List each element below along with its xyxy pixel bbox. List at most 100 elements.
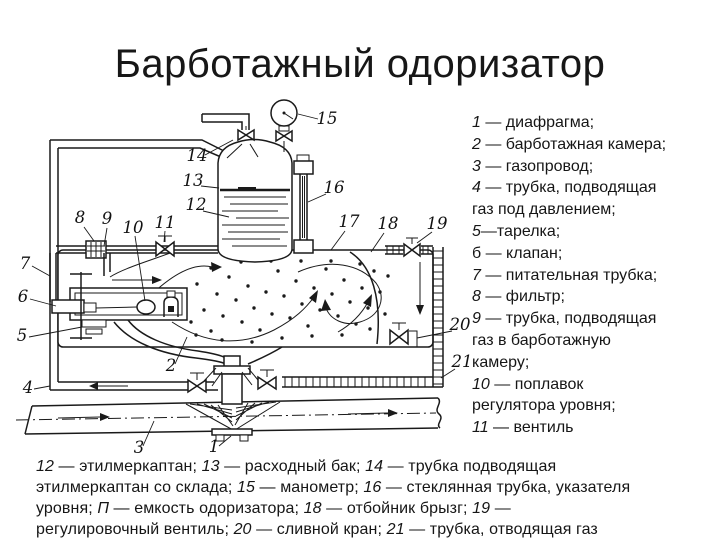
text-line: регулировочный вентиль; 20 — сливной кра… [36,519,630,540]
mist-dot [294,279,298,283]
mist-dot [215,292,219,296]
item-number: 21 [386,521,405,538]
mist-dot [300,302,304,306]
diaphragm-flange [211,428,253,436]
mist-dot [366,306,370,310]
item-text: регулятора уровня; [472,397,616,415]
mist-dot [330,292,334,296]
diagram-label: 11 [155,213,176,232]
diagram-label: 6 [18,287,29,306]
float-regulator-assembly [49,252,188,340]
mist-dot [288,316,292,320]
mist-dot [340,333,344,337]
mist-dot [234,298,238,302]
item-text: —тарелка; [480,222,561,240]
mist-dot [209,329,213,333]
mist-dot [202,308,206,312]
pressure-tap-valve [187,378,199,394]
item-text: б — клапан; [472,244,563,262]
text-line: газ в барботажную [472,330,666,352]
item-text: газ в барботажную [472,331,611,349]
liquid-hatch [222,196,289,247]
mist-dot [358,262,362,266]
diagram-label: 2 [165,356,177,375]
return-valve [265,375,277,391]
label-leaders [28,113,456,447]
item-text: — вентиль [488,419,574,437]
mist-dot [348,300,352,304]
diagram-label: 15 [317,109,338,128]
bolt [239,434,249,442]
item-text: — емкость одоризатора; [109,500,304,517]
riser-flange [213,365,251,375]
item-number: 11 [472,419,489,437]
mist-dot [318,308,322,312]
item-text: — [490,500,511,517]
bolt [215,434,225,442]
pressure-tap-valve [195,378,207,394]
item-text: — манометр; [255,479,364,496]
mist-dot [342,278,346,282]
diagram-label: 16 [324,178,345,197]
item-number: 16 [363,479,382,496]
item-text: — этилмеркаптан; [54,458,202,475]
diagram-label: 1 [209,437,220,456]
item-text: — трубка подводящая [383,458,557,475]
mist-dot [372,269,376,273]
item-text: — отбойник брызг; [321,500,473,517]
storage-tank [217,138,293,263]
return-valve [257,375,269,391]
text-line: 10 — поплавок [472,374,666,396]
item-text: — фильтр; [480,288,565,306]
item-text: — барботажная камера; [480,135,667,153]
item-number: 9 [472,310,481,328]
nozzle [168,306,174,312]
mist-dot [306,324,310,328]
text-line: 3 — газопровод; [472,156,666,178]
diagram-label: 7 [20,254,31,273]
item-text: — стеклянная трубка, указателя [381,479,631,496]
mist-dot [282,294,286,298]
text-line: 8 — фильтр; [472,286,666,308]
diagram-label: 12 [186,195,207,214]
pressure-gauge [270,99,298,152]
diagram-label: 4 [22,378,34,397]
mist-dot [312,286,316,290]
liquid-meniscus [238,187,256,191]
item-number: 15 [237,479,256,496]
drain-cock [389,322,418,348]
gas-flow-arrows [149,254,424,342]
item-text: — поплавок [489,375,584,393]
text-line: камеру; [472,352,666,374]
item-text: — расходный бак; [219,458,366,475]
mist-dot [264,290,268,294]
diagram-label: 17 [339,212,360,231]
mist-dot [252,306,256,310]
item-number: 20 [233,521,252,538]
valve-11 [163,240,175,258]
valve-seat [83,302,97,313]
mist-dot [276,269,280,273]
item-text: — трубка, подводящая [480,310,657,328]
text-line: этилмеркаптан со склада; 15 — манометр; … [36,477,630,498]
text-line: 1 — диафрагма; [472,112,666,134]
mist-dot [383,312,387,316]
float [136,299,156,315]
item-number: 10 [472,375,490,393]
item-number: 19 [472,500,491,517]
item-number: 3 [472,157,481,175]
level-indicator-tube [293,154,314,254]
legend: 1 — диафрагма;2 — барботажная камера; 3 —… [472,112,666,439]
mist-dot [227,275,231,279]
diagram-label: 21 [451,352,471,371]
item-number: 1 [472,114,481,131]
item-number: 2 [472,135,481,153]
bell-knob [166,290,176,298]
flow-arrow [388,409,398,417]
mist-dot [386,274,390,278]
diagram-label: 14 [187,146,208,165]
mist-dot [221,314,225,318]
diagram-label: 8 [75,208,86,227]
riser-tube [221,373,243,405]
